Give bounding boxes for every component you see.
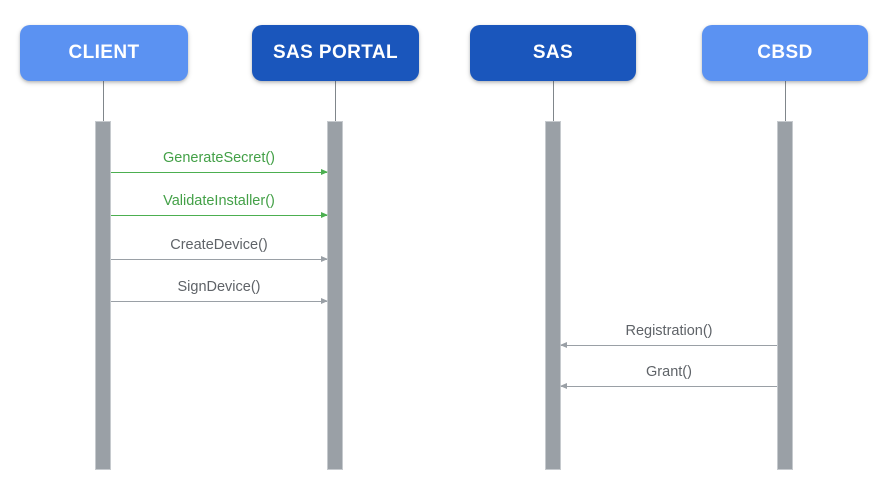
participant-box-client[interactable]: CLIENT bbox=[20, 25, 188, 81]
message-label-registration: Registration() bbox=[625, 323, 713, 339]
participant-box-sas-portal[interactable]: SAS PORTAL bbox=[252, 25, 419, 81]
arrowhead-right-icon bbox=[321, 297, 328, 304]
arrowhead-right-icon bbox=[321, 168, 328, 175]
lifeline-sas-portal bbox=[335, 81, 336, 121]
lifeline-client bbox=[103, 81, 104, 121]
arrowhead-right-icon bbox=[321, 211, 328, 218]
message-label-sign-device: SignDevice() bbox=[177, 279, 261, 295]
activation-bar-sas bbox=[545, 121, 561, 470]
lifeline-cbsd bbox=[785, 81, 786, 121]
participant-label-cbsd: CBSD bbox=[757, 42, 813, 63]
participant-box-sas[interactable]: SAS bbox=[470, 25, 636, 81]
message-line-sign-device bbox=[111, 301, 327, 302]
arrowhead-right-icon bbox=[321, 255, 328, 262]
message-label-grant: Grant() bbox=[646, 364, 692, 380]
arrowhead-left-icon bbox=[560, 382, 567, 389]
message-line-validate-installer bbox=[111, 215, 327, 216]
participant-label-sas: SAS bbox=[532, 42, 574, 63]
message-label-generate-secret: GenerateSecret() bbox=[162, 150, 276, 166]
activation-bar-sas-portal bbox=[327, 121, 343, 470]
participant-label-client: CLIENT bbox=[68, 42, 140, 63]
lifeline-sas bbox=[553, 81, 554, 121]
message-label-create-device: CreateDevice() bbox=[170, 237, 268, 253]
message-line-grant bbox=[561, 386, 777, 387]
participant-label-sas-portal: SAS PORTAL bbox=[272, 42, 399, 63]
message-line-registration bbox=[561, 345, 777, 346]
participant-box-cbsd[interactable]: CBSD bbox=[702, 25, 868, 81]
message-line-create-device bbox=[111, 259, 327, 260]
arrowhead-left-icon bbox=[560, 341, 567, 348]
message-line-generate-secret bbox=[111, 172, 327, 173]
activation-bar-client bbox=[95, 121, 111, 470]
activation-bar-cbsd bbox=[777, 121, 793, 470]
message-label-validate-installer: ValidateInstaller() bbox=[163, 193, 275, 209]
